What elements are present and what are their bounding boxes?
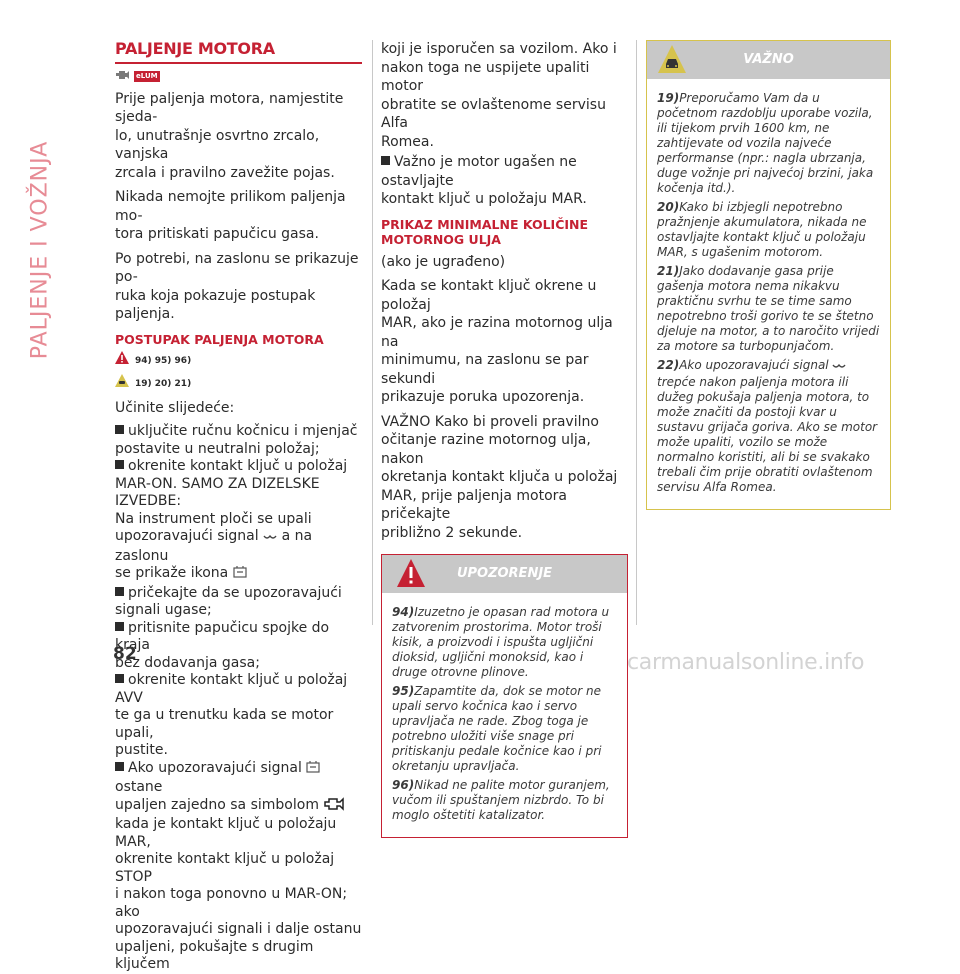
watermark: carmanualsonline.info [627,650,865,675]
glow-plug-icon [832,360,847,375]
warning-triangle-icon [396,558,426,595]
intro-text: Učinite slijedeće: [115,399,235,416]
warning-box-header: UPOZORENJE [382,555,627,593]
paragraph: Prije paljenja motora, namjestite sjeda-… [115,90,344,181]
warning-box-body: 94)Izuzetno je opasan rad motora u zatvo… [382,593,627,823]
bullet-square [115,460,124,469]
warning-box: UPOZORENJE 94)Izuzetno je opasan rad mot… [381,554,628,838]
paragraph: Kada se kontakt ključ okrene u položaj M… [381,278,613,405]
paragraph: (ako je ugrađeno) [381,253,506,270]
engine-icon [115,67,131,86]
note: 22)Ako upozoravajući signal trepće nakon… [657,358,878,494]
column-1: PALJENJE MOTORA eLUM Prije paljenja moto… [115,39,362,974]
paragraph: VAŽNO Kako bi proveli pravilno očitanje … [381,413,618,541]
caution-box-header: VAŽNO [647,41,890,79]
column-2: koji je isporučen sa vozilom. Ako i nako… [381,40,628,838]
caution-refs: 19) 20) 21) [115,374,362,395]
side-tab: PALJENJE I VOŽNJA [27,140,53,360]
bullet-square [115,621,124,631]
bullet-square [115,761,124,771]
bullet-square [115,586,124,596]
note: 94)Izuzetno je opasan rad motora u zatvo… [392,605,610,679]
warning-refs: 94) 95) 96) [115,350,362,372]
subsection-title: POSTUPAK PALJENJA MOTORA [115,331,324,347]
bullet-square [115,425,124,434]
glow-plug-icon [263,530,277,548]
caution-box: VAŽNO 19)Preporučamo Vam da u početnom r… [646,40,891,510]
page-number: 82 [113,644,137,664]
note: 95)Zapamtite da, dok se motor ne upali s… [392,684,602,773]
paragraph: Po potrebi, na zaslonu se prikazuje po- … [115,250,359,323]
column-divider [636,40,637,625]
section-title: PALJENJE MOTORA [115,39,362,64]
note: 20)Kako bi izbjegli nepotrebno pražnjenj… [657,200,867,259]
subsection-title: PRIKAZ MINIMALNE KOLIČINE MOTORNOG ULJA [381,216,589,247]
display-icon [306,760,320,780]
paragraph: Nikada nemojte prilikom paljenja mo- tor… [115,189,346,242]
caution-car-icon [115,374,129,395]
engine-badge-row: eLUM [115,70,362,84]
step-list: uključite ručnu kočnicu i mjenjač postav… [115,423,362,972]
note: 96)Nikad ne palite motor guranjem, vučom… [392,778,610,822]
note: 21)Jako dodavanje gasa prije gašenja mot… [657,264,880,353]
bullet-square [115,674,124,683]
bullet-square [381,156,390,165]
paragraph: koji je isporučen sa vozilom. Ako i nako… [381,41,617,150]
engine-fault-icon [323,796,345,817]
warning-triangle-icon [115,350,129,372]
elum-badge: eLUM [134,71,160,82]
display-icon [233,565,247,585]
column-divider [372,40,373,625]
note: 19)Preporučamo Vam da u početnom razdobl… [657,91,874,195]
caution-car-icon [657,44,687,81]
column-3: VAŽNO 19)Preporučamo Vam da u početnom r… [646,40,891,510]
caution-box-body: 19)Preporučamo Vam da u početnom razdobl… [647,79,890,495]
paragraph: Važno je motor ugašen ne ostavljajte kon… [381,154,587,207]
